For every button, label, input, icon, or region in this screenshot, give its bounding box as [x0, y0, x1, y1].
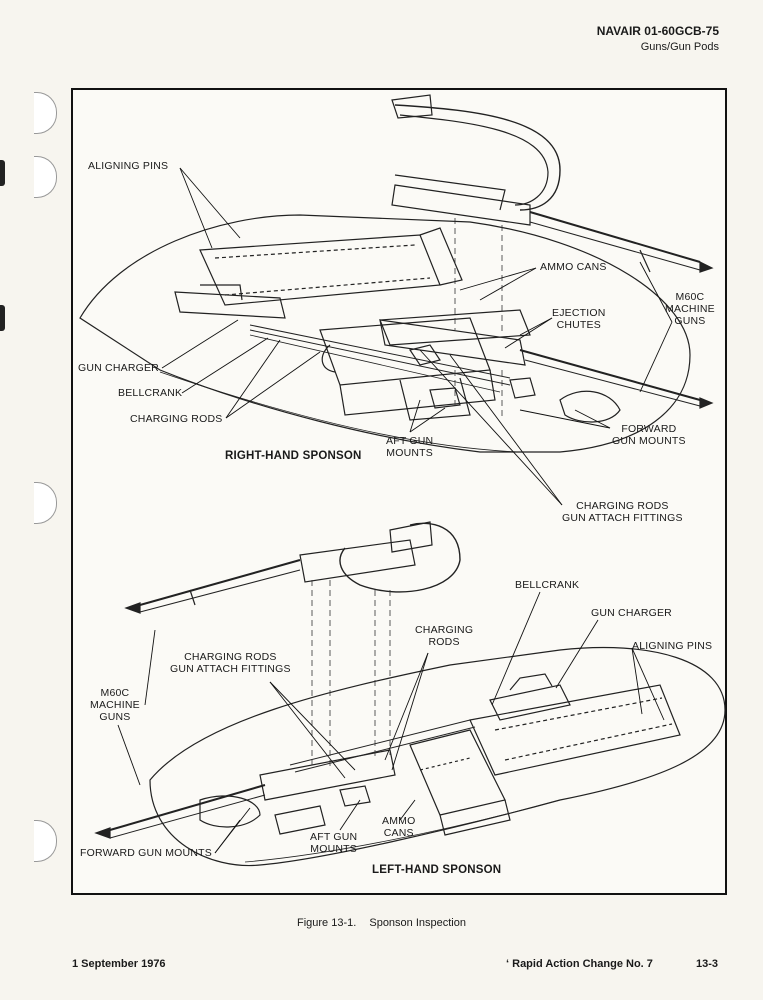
label-attach-line2: GUN ATTACH FITTINGS: [562, 512, 683, 524]
label-bellcrank-rh: BELLCRANK: [118, 387, 183, 399]
page-number: 13-3: [696, 958, 719, 970]
label-attach-line1: CHARGING RODS: [576, 500, 669, 512]
label-gun-attach-fittings-rh: CHARGING RODS GUN ATTACH FITTINGS: [562, 500, 683, 524]
label-gun-charger-rh: GUN CHARGER: [78, 362, 159, 374]
label-aft-gun-line2: MOUNTS: [310, 843, 357, 855]
label-ejection-chutes-rh: EJECTION CHUTES: [552, 307, 606, 331]
label-gun-charger-lh: GUN CHARGER: [591, 607, 672, 619]
label-m60c-rh: M60C MACHINE GUNS: [665, 291, 715, 327]
label-m60c-lh: M60C MACHINE GUNS: [90, 687, 140, 723]
document-id: NAVAIR 01-60GCB-75: [596, 24, 719, 38]
label-m60c-line1: M60C: [100, 687, 130, 699]
label-left-hand-sponson: LEFT-HAND SPONSON: [372, 864, 502, 876]
label-m60c-line3: GUNS: [99, 711, 131, 723]
label-forward-line1: FORWARD: [621, 423, 677, 435]
label-ejection-line2: CHUTES: [556, 319, 601, 331]
figure-frame: [71, 88, 727, 895]
edge-mark: [0, 160, 5, 186]
label-attach-line2: GUN ATTACH FITTINGS: [170, 663, 291, 675]
label-aft-gun-mounts-lh: AFT GUN MOUNTS: [310, 831, 357, 855]
label-forward-gun-mounts-lh: FORWARD GUN MOUNTS: [80, 847, 212, 859]
figure-caption: Figure 13-1. Sponson Inspection: [0, 917, 763, 929]
label-m60c-line1: M60C: [675, 291, 705, 303]
change-mark: ‘: [506, 958, 513, 970]
label-gun-attach-fittings-lh: CHARGING RODS GUN ATTACH FITTINGS: [170, 651, 291, 675]
label-m60c-line2: MACHINE: [665, 303, 715, 315]
section-title: Guns/Gun Pods: [640, 41, 719, 53]
label-charging-line1: CHARGING: [415, 624, 474, 636]
change-text: Rapid Action Change No. 7: [512, 958, 653, 970]
figure-title: Sponson Inspection: [369, 917, 466, 929]
label-aft-gun-line2: MOUNTS: [386, 447, 433, 459]
label-attach-line1: CHARGING RODS: [184, 651, 277, 663]
label-ammo-cans-rh: AMMO CANS: [540, 261, 607, 273]
label-aft-gun-line1: AFT GUN: [310, 831, 358, 843]
label-ammo-cans-lh: AMMO CANS: [382, 815, 415, 839]
label-forward-gun-mounts-rh: FORWARD GUN MOUNTS: [612, 423, 686, 447]
label-charging-line2: RODS: [428, 636, 460, 648]
footer-change: ‘ Rapid Action Change No. 7: [506, 958, 653, 970]
label-m60c-line3: GUNS: [674, 315, 706, 327]
edge-mark: [0, 305, 5, 331]
label-right-hand-sponson: RIGHT-HAND SPONSON: [225, 450, 362, 462]
footer-date: 1 September 1976: [72, 958, 166, 970]
label-ejection-line1: EJECTION: [552, 307, 606, 319]
label-forward-line2: GUN MOUNTS: [612, 435, 686, 447]
label-aft-gun-line1: AFT GUN: [386, 435, 434, 447]
label-charging-rods-lh: CHARGING RODS: [415, 624, 473, 648]
label-bellcrank-lh: BELLCRANK: [515, 579, 580, 591]
label-m60c-line2: MACHINE: [90, 699, 140, 711]
label-ammo-line2: CANS: [383, 827, 414, 839]
label-aligning-pins-rh: ALIGNING PINS: [88, 160, 169, 172]
label-aft-gun-mounts-rh: AFT GUN MOUNTS: [386, 435, 433, 459]
label-aligning-pins-lh: ALIGNING PINS: [632, 640, 713, 652]
label-ammo-line1: AMMO: [382, 815, 416, 827]
figure-number: Figure 13-1.: [296, 917, 357, 929]
label-charging-rods-rh: CHARGING RODS: [130, 413, 223, 425]
